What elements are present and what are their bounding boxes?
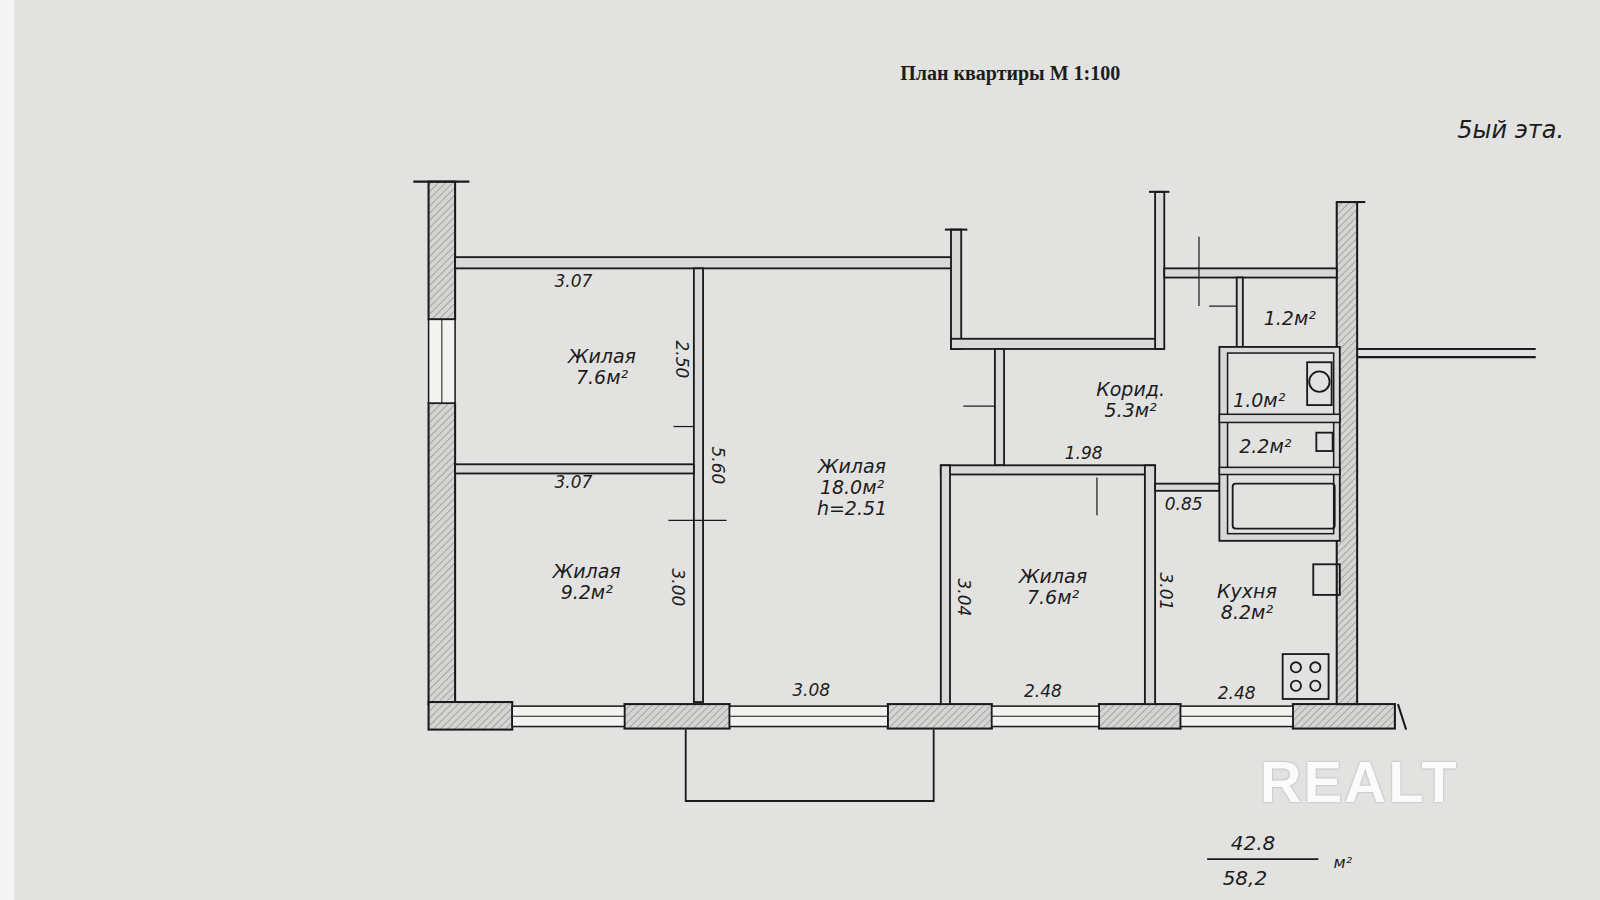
- room-label: Кухня8.2м²: [1213, 579, 1281, 625]
- floor-note: 5ый эта.: [1457, 119, 1567, 142]
- room-area: 7.6м²: [1027, 587, 1079, 608]
- room-name: Корид.: [1096, 379, 1165, 400]
- room-label: 1.2м²: [1260, 306, 1320, 331]
- dimension-label: 42.8: [1231, 832, 1276, 854]
- dimension-label: м²: [1334, 854, 1352, 872]
- dimension-label: 2.48: [1218, 684, 1256, 703]
- dimension-label: 3.08: [792, 681, 830, 700]
- room-name: Жилая: [568, 346, 636, 367]
- room-label: 2.2м²: [1235, 434, 1295, 459]
- dimension-label: 3.07: [555, 473, 593, 492]
- dimension-label: 5.60: [709, 446, 728, 484]
- room-area: 9.2м²: [561, 582, 613, 603]
- dimension-label: 58,2: [1223, 867, 1268, 889]
- room-area: 7.6м²: [576, 367, 628, 388]
- room-area: h=2.51: [817, 498, 887, 519]
- room-area: 8.2м²: [1221, 602, 1273, 623]
- room-area: 2.2м²: [1239, 436, 1291, 457]
- room-label: Жилая7.6м²: [564, 344, 640, 390]
- room-label: Жилая7.6м²: [1015, 564, 1091, 610]
- room-area: 1.2м²: [1264, 308, 1316, 329]
- room-label: Жилая9.2м²: [549, 559, 625, 605]
- room-name: Кухня: [1217, 581, 1277, 602]
- room-label: Корид.5.3м²: [1092, 377, 1169, 423]
- dimension-label: 1.98: [1065, 444, 1103, 463]
- room-area: 1.0м²: [1233, 390, 1285, 411]
- dimension-label: 3.07: [555, 272, 593, 291]
- room-label: 1.0м²: [1229, 388, 1289, 413]
- dimension-label: 3.04: [955, 578, 974, 616]
- watermark: REALT: [1260, 750, 1459, 814]
- room-name: Жилая: [553, 561, 621, 582]
- room-name: Жилая: [818, 456, 886, 477]
- dimension-label: 0.85: [1165, 495, 1203, 514]
- room-label: Жилая18.0м²h=2.51: [813, 454, 891, 521]
- dimension-label: 2.50: [672, 340, 691, 378]
- plan-title: План квартиры М 1:100: [900, 62, 1120, 85]
- room-area: 18.0м²: [820, 477, 884, 498]
- dimension-label: 2.48: [1024, 682, 1062, 701]
- room-name: Жилая: [1019, 566, 1087, 587]
- dimension-label: 3.01: [1157, 573, 1176, 611]
- room-area: 5.3м²: [1105, 400, 1157, 421]
- dimension-label: 3.00: [668, 569, 687, 607]
